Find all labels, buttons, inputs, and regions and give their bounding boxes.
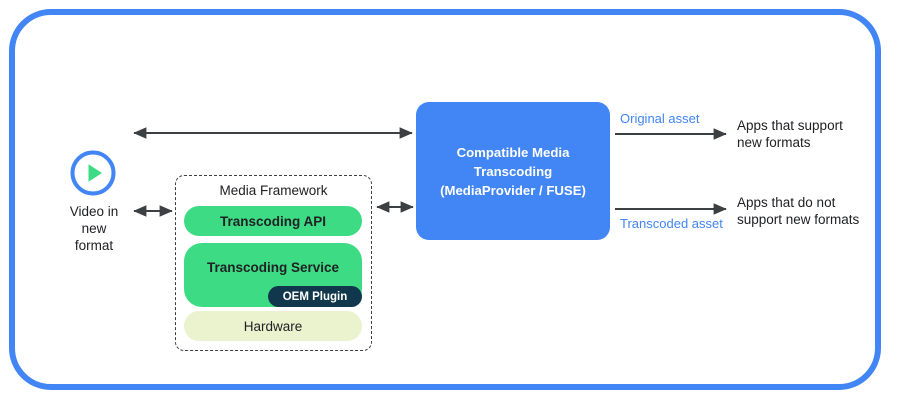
apps-that-support-label: Apps that support new formats (737, 118, 843, 150)
video-source-label: Video in new format (69, 204, 119, 253)
media-framework-title: Media Framework (219, 183, 328, 198)
original-asset-label: Original asset (620, 111, 700, 126)
media-framework-container (175, 175, 372, 351)
play-circle-icon (70, 150, 116, 196)
transcoding-api-box[interactable]: Transcoding API (184, 206, 362, 236)
hardware-box[interactable]: Hardware (184, 311, 362, 341)
transcoded-asset-label: Transcoded asset (620, 216, 723, 231)
apps-that-do-not-support-label: Apps that do not support new formats (737, 195, 860, 227)
oem-plugin-badge[interactable]: OEM Plugin (268, 286, 362, 307)
compatible-media-transcoding-box[interactable]: Compatible Media Transcoding (MediaProvi… (416, 102, 610, 240)
outer-frame-border (9, 9, 881, 390)
